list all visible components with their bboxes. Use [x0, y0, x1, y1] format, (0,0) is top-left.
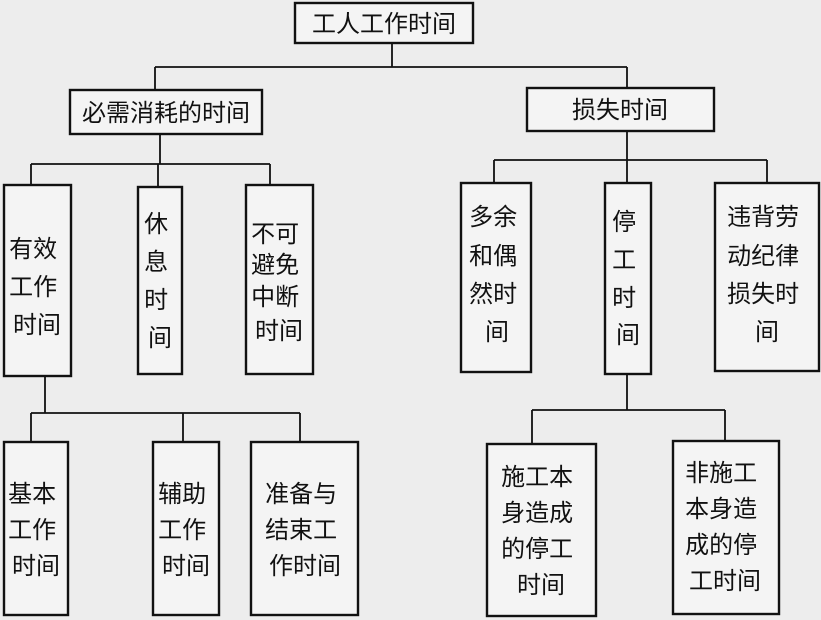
- svg-text:施工本 身造成 的停工: 施工本 身造成 的停工 时间: [501, 463, 581, 599]
- node-line: 时间: [255, 317, 303, 345]
- node-construction-caused-downtime: 施工本 身造成 的停工 时间: [485, 442, 598, 618]
- node-necessary-time: 必需消耗的时间: [68, 88, 264, 136]
- node-line: 基本: [8, 480, 56, 508]
- connector-downtime-children: [531, 374, 726, 444]
- node-line: 工作: [9, 273, 57, 301]
- node-loss-time: 损失时间: [525, 86, 716, 133]
- node-line: 违背劳: [727, 203, 799, 231]
- svg-text:非施工 本身造 成的停: 非施工 本身造 成的停 工时间: [685, 459, 765, 595]
- node-line: 间: [485, 318, 509, 346]
- svg-text:有效 工作 时间: 有效 工作 时间: [9, 235, 65, 339]
- node-line: 间: [616, 321, 640, 349]
- node-loss-line: 损失时间: [572, 96, 668, 124]
- node-line: 动纪律: [727, 242, 799, 270]
- node-line: 施工本: [501, 463, 573, 491]
- node-line: 时: [612, 284, 636, 312]
- node-line: 工作: [8, 516, 56, 544]
- node-downtime: 停 工 时 间: [603, 181, 653, 376]
- svg-text:准备与 结束工 作时间: 准备与 结束工 作时间: [265, 480, 345, 580]
- svg-text:休 息 时 间: 休 息 时 间: [144, 210, 176, 352]
- node-line: 作时间: [269, 552, 341, 580]
- node-effective-work-time: 有效 工作 时间: [2, 183, 73, 378]
- svg-text:基本 工作 时间: 基本 工作 时间: [8, 480, 64, 580]
- node-preparation-finish-time: 准备与 结束工 作时间: [249, 440, 360, 617]
- node-line: 时间: [162, 552, 210, 580]
- node-line: 有效: [9, 235, 57, 263]
- node-line: 间: [755, 318, 779, 346]
- node-auxiliary-work-time: 辅助 工作 时间: [151, 440, 221, 617]
- node-line: 避免: [251, 251, 299, 279]
- node-line: 工: [612, 246, 636, 274]
- node-line: 时间: [12, 552, 60, 580]
- node-line: 的停工: [501, 535, 573, 563]
- node-line: 本身造: [685, 495, 757, 523]
- svg-text:辅助 工作 时间: 辅助 工作 时间: [158, 480, 214, 580]
- node-line: 非施工: [685, 459, 757, 487]
- node-line: 工时间: [689, 567, 761, 595]
- node-line: 不可: [251, 220, 299, 248]
- node-line: 然时: [469, 280, 517, 308]
- svg-text:工人工作时间: 工人工作时间: [312, 10, 456, 38]
- node-redundant-accidental: 多余 和偶 然时 间: [459, 181, 533, 374]
- node-basic-work-time: 基本 工作 时间: [2, 440, 70, 617]
- node-non-construction-caused-downtime: 非施工 本身造 成的停 工时间: [671, 439, 781, 616]
- node-line: 多余: [469, 203, 517, 231]
- node-line: 辅助: [158, 480, 206, 508]
- svg-text:损失时间: 损失时间: [572, 96, 668, 124]
- node-line: 成的停: [685, 531, 757, 559]
- node-line: 结束工: [265, 516, 337, 544]
- node-labor-discipline-violation: 违背劳 动纪律 损失时 间: [713, 181, 821, 373]
- node-rest-time: 休 息 时 间: [136, 185, 184, 376]
- node-necessary-line: 必需消耗的时间: [82, 99, 250, 127]
- node-line: 时间: [13, 311, 61, 339]
- node-line: 间: [148, 324, 172, 352]
- node-line: 时: [144, 286, 168, 314]
- node-root-line: 工人工作时间: [312, 10, 456, 38]
- svg-text:不可 避免 中断 时间: 不可 避免 中断 时间: [251, 220, 307, 345]
- svg-text:多余 和偶 然时 间: 多余 和偶 然时 间: [469, 203, 525, 346]
- connector-necessary-children: [30, 134, 271, 187]
- node-line: 息: [144, 248, 168, 276]
- svg-text:停 工 时 间: 停 工 时 间: [612, 208, 644, 349]
- node-line: 时间: [517, 571, 565, 599]
- node-line: 损失时: [727, 280, 799, 308]
- connector-root-children: [154, 43, 628, 90]
- node-line: 工作: [158, 516, 206, 544]
- connector-effective-children: [30, 376, 301, 442]
- node-line: 和偶: [469, 242, 517, 270]
- node-line: 休: [144, 210, 168, 238]
- connector-loss-children: [493, 131, 768, 183]
- svg-text:必需消耗的时间: 必需消耗的时间: [82, 99, 250, 127]
- node-line: 身造成: [501, 499, 573, 527]
- svg-text:违背劳 动纪律 损失时: 违背劳 动纪律 损失时 间: [727, 203, 807, 346]
- node-line: 准备与: [265, 480, 337, 508]
- node-line: 停: [612, 208, 636, 236]
- node-unavoidable-interruption: 不可 避免 中断 时间: [244, 183, 315, 376]
- node-line: 中断: [251, 283, 299, 311]
- node-root: 工人工作时间: [293, 1, 475, 45]
